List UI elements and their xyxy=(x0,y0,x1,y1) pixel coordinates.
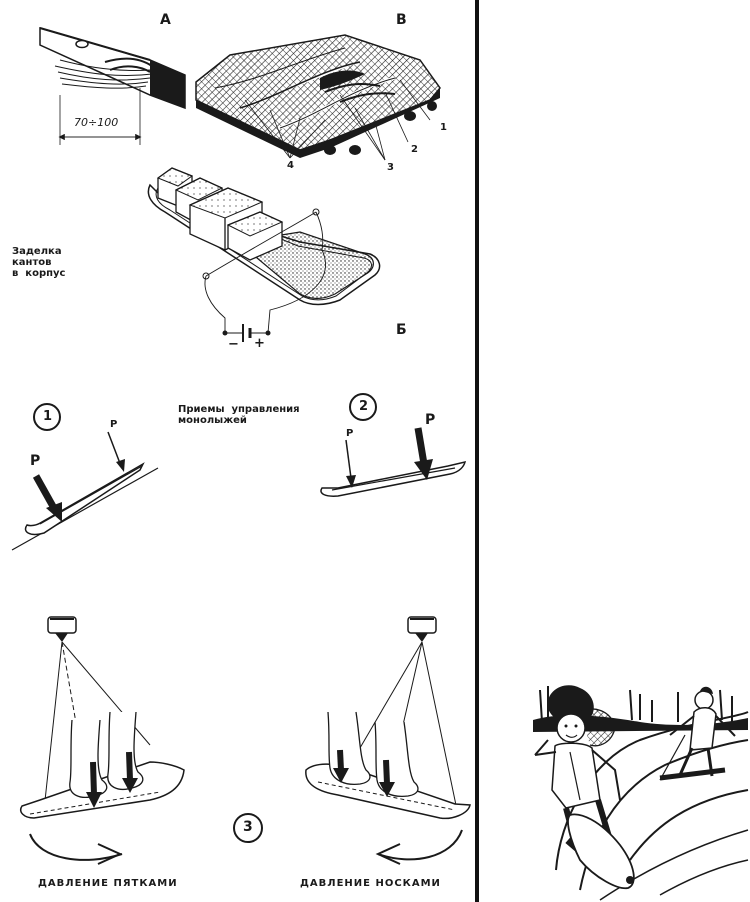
technique-3-number: 3 xyxy=(243,819,253,835)
figure-label-b: Б xyxy=(396,322,407,338)
heel-pressure-caption: ДАВЛЕНИЕ ПЯТКАМИ xyxy=(38,878,178,889)
callout-3: 3 xyxy=(387,162,394,173)
battery-minus: − xyxy=(228,337,239,352)
figure-b-mold xyxy=(147,167,381,342)
dimension-label: 70÷100 xyxy=(74,116,119,129)
technique-2-diagram xyxy=(320,393,467,497)
callout-1: 1 xyxy=(440,122,447,133)
heel-pressure-diagram xyxy=(20,616,185,865)
edge-embedding-note: Заделка кантов в корпус xyxy=(12,246,66,279)
figure-v-layered-ski xyxy=(195,34,441,161)
force-label-small-1: P xyxy=(110,419,118,430)
force-label-large-1: P xyxy=(30,453,41,469)
battery-plus: + xyxy=(254,336,265,351)
toe-pressure-diagram xyxy=(305,616,471,865)
force-label-small-2: P xyxy=(346,428,354,439)
kids-snowboarding-illustration xyxy=(533,685,749,901)
figure-a-edge-embedding xyxy=(39,27,186,145)
technique-1-number: 1 xyxy=(43,409,53,424)
callout-2: 2 xyxy=(411,144,418,155)
callout-4: 4 xyxy=(287,160,294,171)
figure-label-v: В xyxy=(396,12,407,28)
circle-3 xyxy=(233,813,263,843)
figure-label-a: А xyxy=(160,12,171,28)
toe-pressure-caption: ДАВЛЕНИЕ НОСКАМИ xyxy=(300,878,441,889)
technique-2-number: 2 xyxy=(359,399,369,414)
techniques-title: Приемы управления монолыжей xyxy=(178,404,300,426)
technique-1-diagram xyxy=(11,403,159,551)
force-label-large-2: P xyxy=(425,412,436,428)
